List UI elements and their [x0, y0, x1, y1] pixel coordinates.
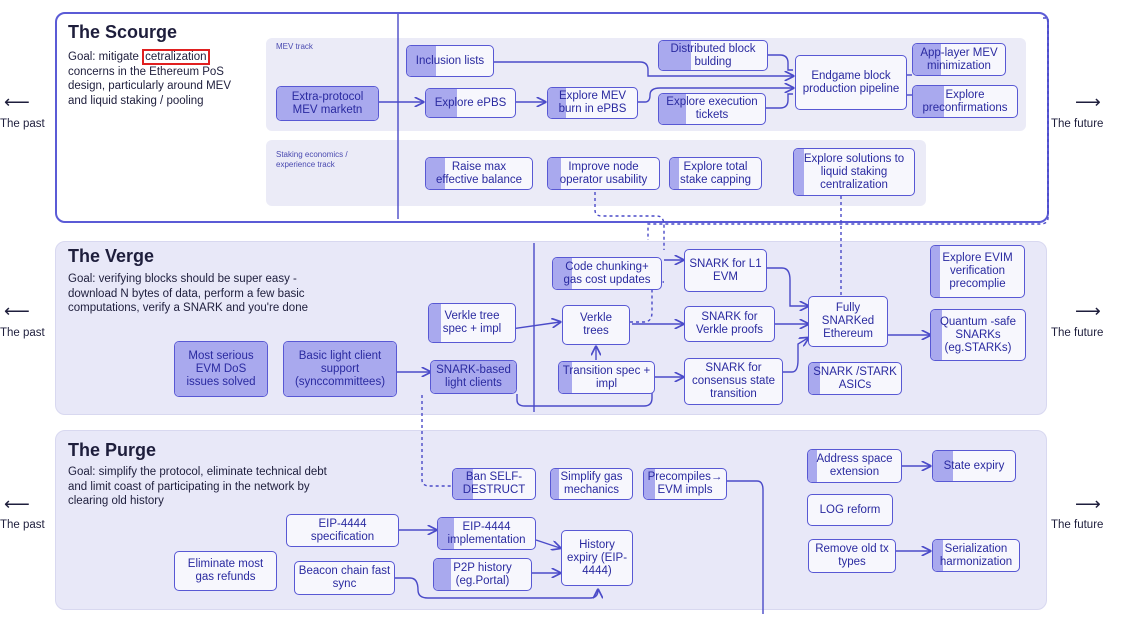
node-app-layer-mev[interactable]: App-layer MEV minimization	[912, 43, 1006, 76]
verge-goal: Goal: verifying blocks should be super e…	[68, 273, 308, 314]
node-code-chunking[interactable]: Code chunking+ gas cost updates	[552, 257, 662, 290]
scourge-goal-highlight: cetralization	[142, 49, 210, 65]
node-extra-protocol-mev[interactable]: Extra-protocol MEV marketn	[276, 86, 379, 121]
node-snark-l1-evm[interactable]: SNARK for L1 EVM	[684, 249, 767, 292]
node-improve-node-usability[interactable]: Improve node operator usability	[547, 157, 660, 190]
past-arrow-left: ⟵	[4, 494, 30, 514]
past-arrow-left: ⟵	[4, 301, 30, 321]
node-explore-preconfirmations[interactable]: Explore preconfirmations	[912, 85, 1018, 118]
node-remove-tx-types[interactable]: Remove old tx types	[808, 539, 896, 573]
staking-track-label: Staking economics / experience track	[276, 150, 348, 169]
future-arrow-right: ⟶	[1075, 92, 1101, 112]
node-explore-execution-tickets[interactable]: Explore execution tickets	[658, 93, 766, 125]
node-address-space[interactable]: Address space extension	[807, 449, 902, 483]
node-verkle-trees[interactable]: Verkle trees	[562, 305, 630, 345]
node-transition-spec[interactable]: Transition spec + impl	[558, 361, 655, 394]
node-explore-evim[interactable]: Explore EVIM verification precomplie	[930, 245, 1025, 298]
node-explore-mev-burn[interactable]: Explore MEV burn in ePBS	[547, 87, 638, 119]
node-inclusion-lists[interactable]: Inclusion lists	[406, 45, 494, 77]
node-serialization[interactable]: Serialization harmonization	[932, 539, 1020, 572]
node-ban-selfdestruct[interactable]: Ban SELF- DESTRUCT	[452, 468, 536, 500]
future-arrow-right: ⟶	[1075, 494, 1101, 514]
node-snark-consensus[interactable]: SNARK for consensus state transition	[684, 358, 783, 405]
future-arrow-right: ⟶	[1075, 301, 1101, 321]
node-history-expiry[interactable]: History expiry (EIP-4444)	[561, 530, 633, 586]
scourge-goal: Goal: mitigate cetralization concerns in…	[68, 49, 248, 108]
node-evm-dos[interactable]: Most serious EVM DoS issues solved	[174, 341, 268, 397]
past-label: The past	[0, 519, 45, 531]
node-snark-verkle[interactable]: SNARK for Verkle proofs	[684, 306, 775, 342]
node-beacon-sync[interactable]: Beacon chain fast sync	[294, 561, 395, 595]
node-quantum-safe[interactable]: Quantum -safe SNARKs (eg.STARKs)	[930, 309, 1026, 361]
node-snark-light-clients[interactable]: SNARK-based light clients	[430, 360, 517, 394]
node-eip4444-spec[interactable]: EIP-4444 specification	[286, 514, 399, 547]
node-light-client-support[interactable]: Basic light client support (synccommitte…	[283, 341, 397, 397]
scourge-goal-prefix: Goal: mitigate	[68, 51, 143, 63]
verge-title: The Verge	[68, 246, 155, 266]
purge-goal: Goal: simplify the protocol, eliminate t…	[68, 466, 327, 507]
past-label: The past	[0, 118, 45, 130]
node-p2p-history[interactable]: P2P history (eg.Portal)	[433, 558, 532, 591]
node-eliminate-refunds[interactable]: Eliminate most gas refunds	[174, 551, 277, 591]
node-simplify-gas[interactable]: Simplify gas mechanics	[550, 468, 633, 500]
scourge-title: The Scourge	[68, 22, 178, 42]
node-raise-max-balance[interactable]: Raise max effective balance	[425, 157, 533, 190]
node-state-expiry[interactable]: State expiry	[932, 450, 1016, 482]
node-explore-epbs[interactable]: Explore ePBS	[425, 88, 516, 118]
scourge-goal-rest: concerns in the Ethereum PoS design, par…	[68, 65, 231, 107]
future-label: The future	[1051, 519, 1104, 531]
node-precompiles[interactable]: Precompiles→ EVM impls	[643, 468, 727, 500]
node-liquid-staking-solutions[interactable]: Explore solutions to liquid staking cent…	[793, 148, 915, 196]
mev-track-label: MEV track	[276, 42, 313, 51]
node-distributed-block-building[interactable]: Distributed block bulding	[658, 40, 768, 71]
future-label: The future	[1051, 118, 1104, 130]
node-endgame-pipeline[interactable]: Endgame block production pipeline	[795, 55, 907, 110]
node-fully-snarked[interactable]: Fully SNARKed Ethereum	[808, 296, 888, 347]
node-snark-asics[interactable]: SNARK /STARK ASICs	[808, 362, 902, 395]
node-eip4444-impl[interactable]: EIP-4444 implementation	[437, 517, 536, 550]
node-explore-stake-capping[interactable]: Explore total stake capping	[669, 157, 762, 190]
future-label: The future	[1051, 327, 1104, 339]
past-label: The past	[0, 327, 45, 339]
node-verkle-spec[interactable]: Verkle tree spec + impl	[428, 303, 516, 343]
node-log-reform[interactable]: LOG reform	[807, 494, 893, 526]
purge-title: The Purge	[68, 440, 157, 460]
past-arrow-left: ⟵	[4, 92, 30, 112]
